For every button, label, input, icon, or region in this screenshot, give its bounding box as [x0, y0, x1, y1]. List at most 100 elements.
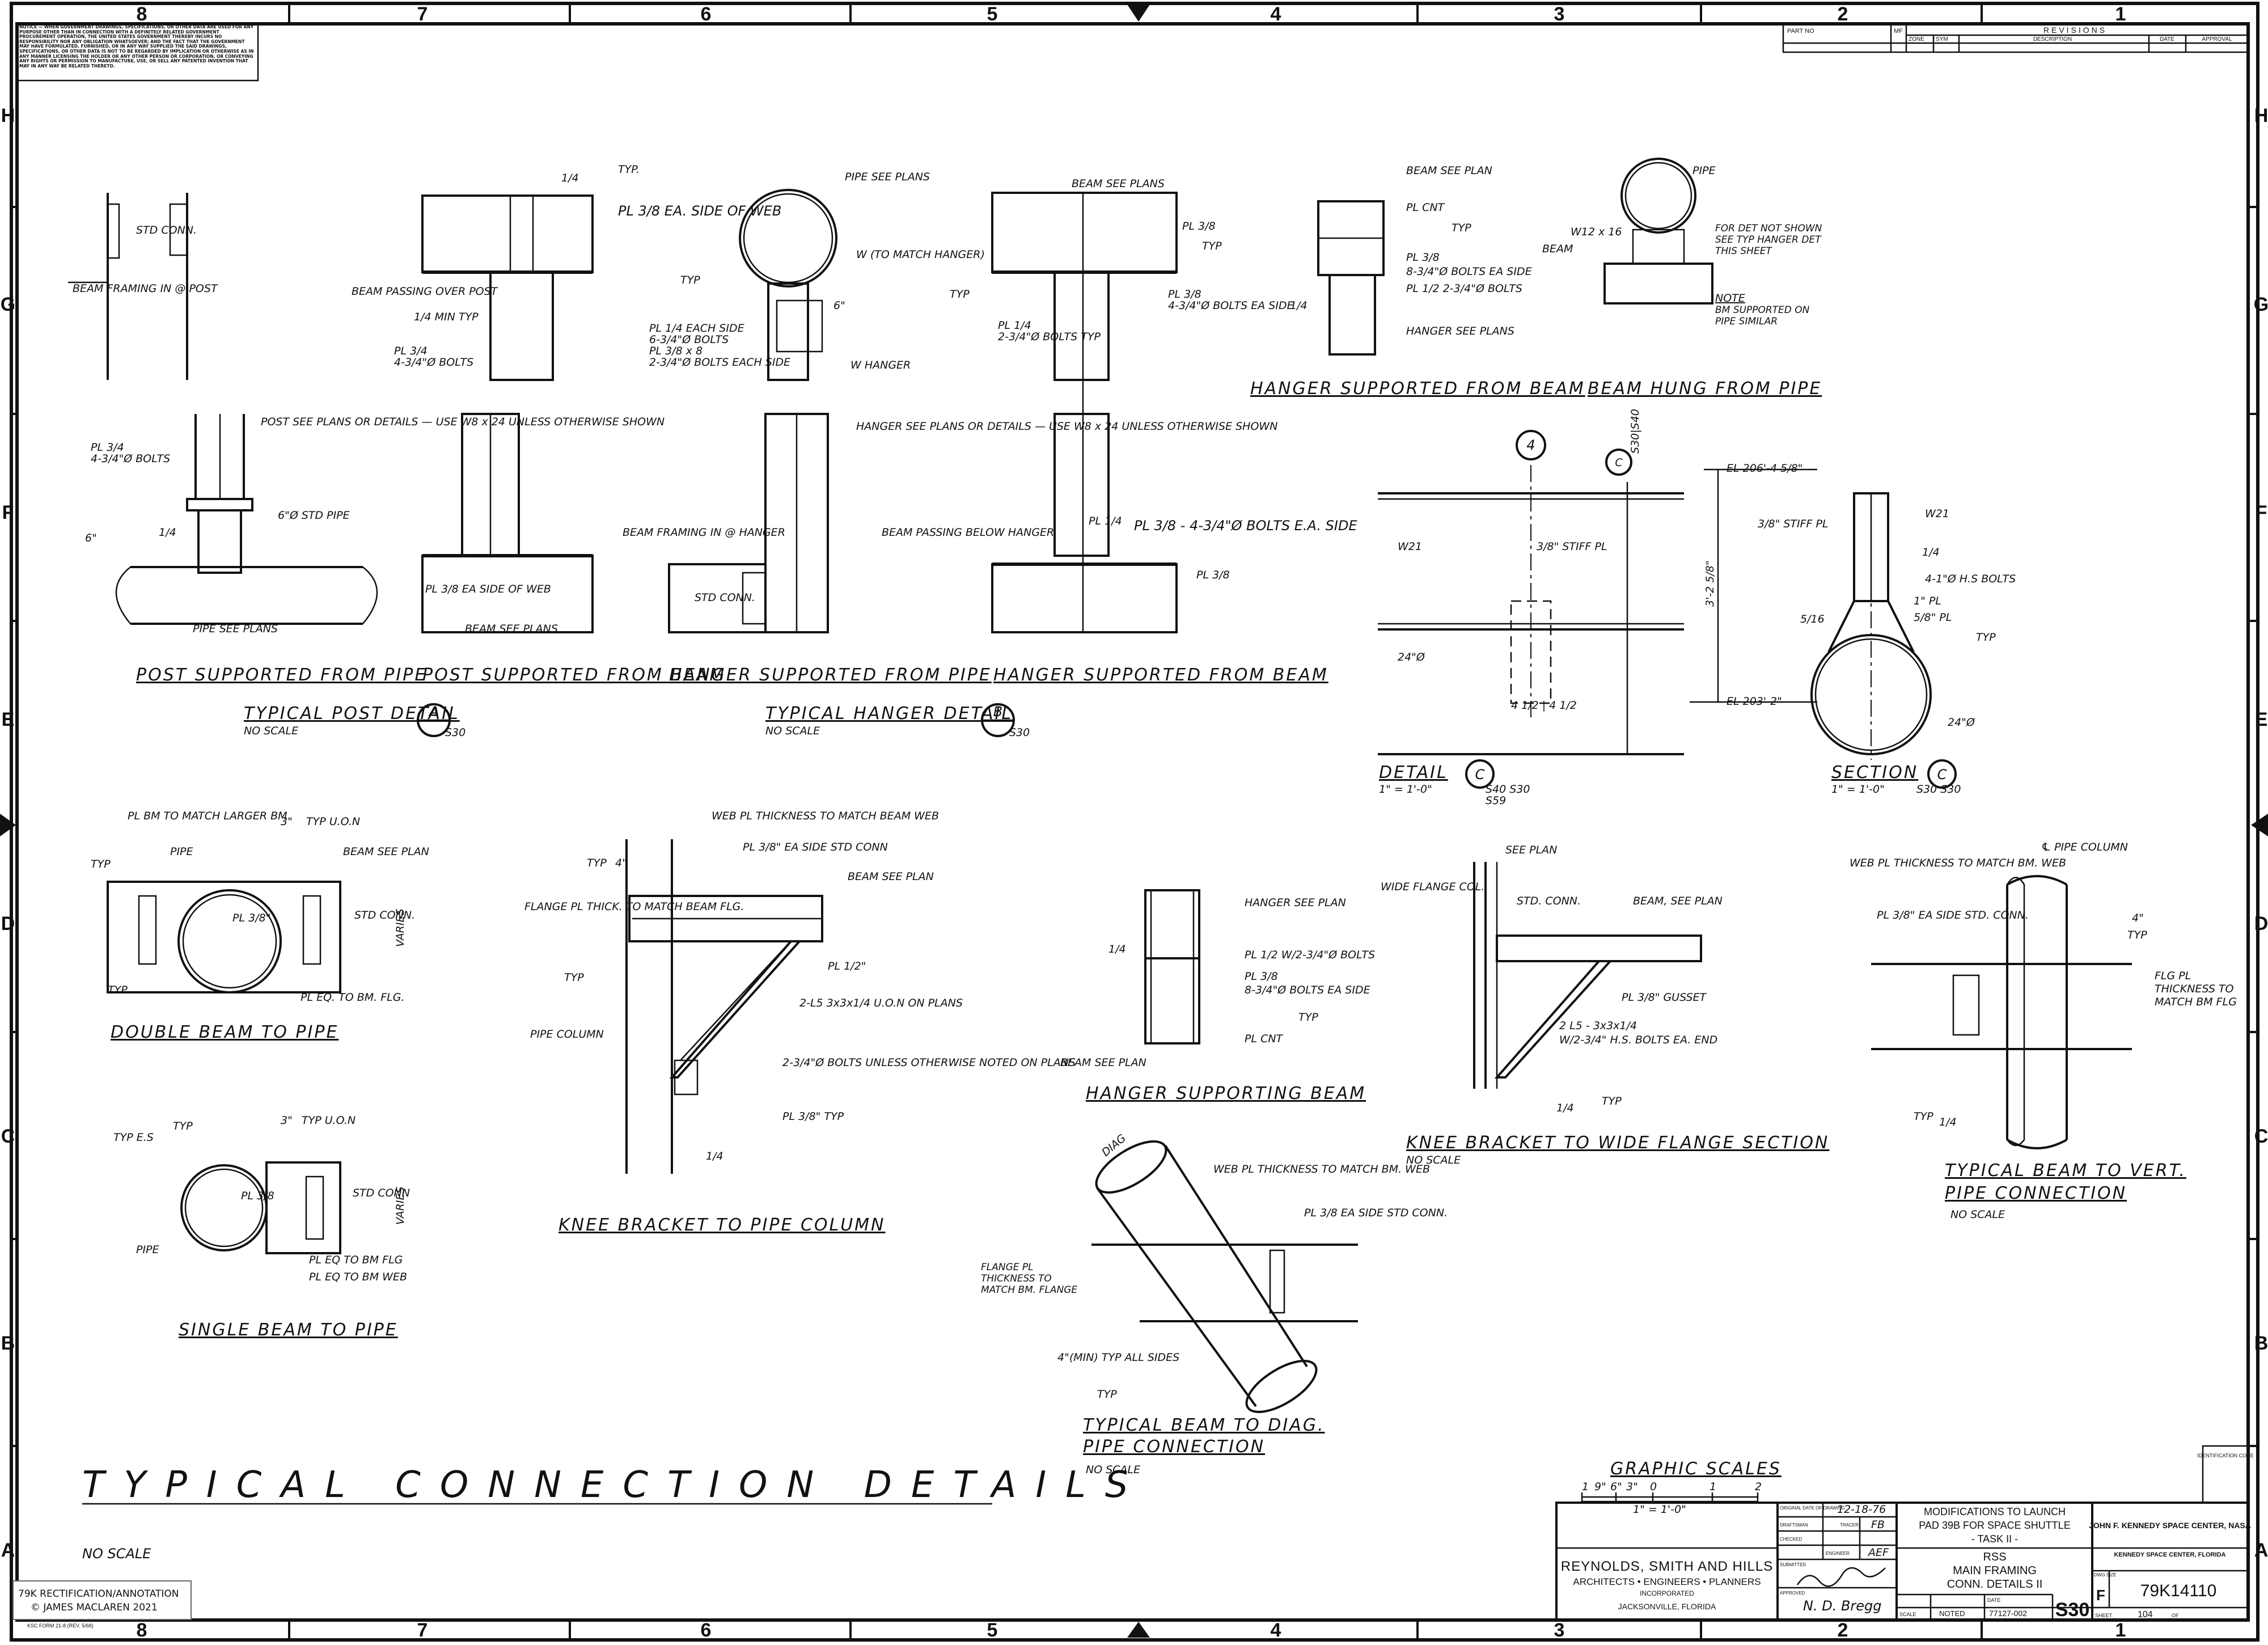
bhp-note-label: NOTE	[1715, 292, 1745, 305]
hanger-beam-beam-plans: BEAM SEE PLANS	[1072, 177, 1165, 190]
diag-pipe-title: TYPICAL BEAM TO DIAG. PIPE CONNECTION	[1083, 1415, 1325, 1457]
single-beam-pl-flg: PL EQ TO BM FLG	[309, 1254, 403, 1266]
double-beam-typ: TYP	[91, 858, 111, 870]
detail-beam-to-diag-pipe: DIAG WEB PL THICKNESS TO MATCH BM. WEB P…	[981, 1132, 1448, 1476]
firm-disciplines: ARCHITECTS • ENGINEERS • PLANNERS	[1573, 1576, 1761, 1587]
sheet-label: SHEET	[2095, 1613, 2113, 1618]
hanger-group-tag: B	[993, 704, 1002, 720]
double-beam-pl-bm: PL BM TO MATCH LARGER BM	[128, 810, 287, 822]
knee-pipe-weld: 1/4	[706, 1150, 723, 1162]
vert-pipe-title: TYPICAL BEAM TO VERT. PIPE CONNECTION	[1945, 1161, 2186, 1203]
grid-row-e: E	[2, 709, 15, 730]
dwg-size: F	[2096, 1587, 2105, 1604]
grid-col-3: 3	[1554, 3, 1565, 25]
hanger-beam-pl38: PL 3/8	[1182, 220, 1216, 232]
scale-tick-6: 6"	[1610, 1481, 1622, 1493]
knee-pipe-flange-pl: FLANGE PL THICK. TO MATCH BEAM FLG.	[524, 900, 744, 913]
grid-col-5-bottom: 5	[987, 1619, 998, 1641]
knee-pipe-typ: TYP	[587, 857, 607, 869]
section-c: W21 3/8" STIFF PL 4-1"Ø H.S BOLTS 1" PL …	[1758, 492, 2016, 796]
post-pipe-pipe-plans: PIPE SEE PLANS	[193, 623, 278, 635]
grid-row-g-right: G	[2254, 294, 2268, 315]
grid-col-2-bottom: 2	[1838, 1619, 1848, 1641]
scale-tick-1a: 1	[1582, 1481, 1589, 1493]
sym-label: SYM	[1936, 36, 1948, 43]
knee-wf-angles: 2 L5 - 3x3x1/4	[1559, 1020, 1637, 1032]
hsb-pl-cnt: PL CNT	[1406, 201, 1445, 214]
knee-wf-title: KNEE BRACKET TO WIDE FLANGE SECTION	[1406, 1133, 1829, 1153]
hsb-pl38: PL 3/8	[1406, 251, 1440, 264]
hanger-pipe-title: HANGER SUPPORTED FROM PIPE	[669, 665, 992, 685]
detail-hanger-supported-from-pipe: PIPE SEE PLANS W (TO MATCH HANGER) TYP P…	[623, 171, 1277, 685]
knee-pipe-pipe-col: PIPE COLUMN	[530, 1028, 604, 1041]
detail-knee-bracket-to-pipe-column: WEB PL THICKNESS TO MATCH BEAM WEB PL 3/…	[524, 810, 1076, 1235]
section-c-weld2: 1/4	[1922, 546, 1940, 559]
grid-col-8: 8	[137, 3, 147, 25]
revisions-block: PART NO MF REVISIONS ZONE SYM DESCRIPTIO…	[1782, 23, 2249, 53]
detail-single-beam-to-pipe: TYP 3" TYP U.O.N TYP E.S STD CONN VARIES…	[113, 1114, 410, 1340]
grid-col-7: 7	[417, 3, 428, 25]
sheet-title-block: TYPICAL CONNECTION DETAILS NO SCALE	[82, 1464, 1128, 1562]
hsupb-weld: 1/4	[1108, 943, 1126, 955]
double-beam-pl38: PL 3/8"	[232, 912, 270, 924]
hsupb-pl-cnt: PL CNT	[1245, 1033, 1284, 1045]
field-tracer: TRACER	[1840, 1523, 1859, 1528]
bhp-w12: W12 x 16	[1571, 226, 1622, 238]
post-beam-bolts: 4-3/4"Ø BOLTS	[394, 356, 473, 369]
scale-label: SCALE	[1899, 1612, 1916, 1617]
post-beam-weld: 1/4	[561, 172, 579, 184]
post-beam-pl: PL 3/8 EA. SIDE OF WEB	[618, 203, 781, 219]
double-beam-varies: VARIES	[394, 908, 407, 947]
post-beam-pl-web: PL 3/8 EA SIDE OF WEB	[425, 583, 551, 595]
vert-pipe-weld: 1/4	[1939, 1116, 1957, 1128]
hanger-beam-pl-bolts: PL 3/8 - 4-3/4"Ø BOLTS E.A. SIDE	[1134, 518, 1357, 534]
hanger-pipe-typ: TYP	[680, 274, 700, 286]
knee-pipe-4in: 4"	[615, 857, 627, 869]
post-beam-passing: BEAM PASSING OVER POST	[352, 285, 498, 298]
grid-row-c: C	[1, 1126, 15, 1147]
hsb-weld: 1/4	[1290, 299, 1308, 312]
diag-pipe-flange: FLANGE PL THICKNESS TO MATCH BM. FLANGE	[981, 1262, 1078, 1296]
diag-pipe-diag: DIAG	[1099, 1132, 1128, 1159]
post-pipe-weld: 1/4	[159, 526, 176, 539]
hanger-pipe-bolts2: 2-3/4"Ø BOLTS EACH SIDE	[649, 356, 790, 369]
vert-pipe-note: NO SCALE	[1950, 1208, 2005, 1221]
post-pipe-pl: PL 3/4	[91, 441, 124, 454]
drawing-line-1: RSS	[1983, 1551, 2006, 1563]
knee-pipe-web-pl: WEB PL THICKNESS TO MATCH BEAM WEB	[712, 810, 939, 822]
part-no-label: PART NO	[1787, 28, 1814, 35]
grid-row-a-right: A	[2254, 1540, 2268, 1561]
grid-row-d-right: D	[2254, 913, 2268, 934]
single-beam-typ-uon: TYP U.O.N	[302, 1114, 356, 1127]
graphic-scales-title: GRAPHIC SCALES	[1610, 1459, 1782, 1479]
knee-wf-col: WIDE FLANGE COL.	[1381, 881, 1484, 893]
grid-col-1-bottom: 1	[2115, 1619, 2126, 1641]
single-beam-3in: 3"	[281, 1114, 293, 1127]
detail-knee-bracket-to-wide-flange: SEE PLAN WIDE FLANGE COL. STD. CONN. BEA…	[1381, 844, 1829, 1166]
hsb-typ: TYP	[1452, 222, 1471, 234]
scale-tick-3: 3"	[1626, 1481, 1638, 1493]
section-c-1pl: 1" PL	[1914, 595, 1941, 607]
firm-incorporated: INCORPORATED	[1640, 1589, 1694, 1597]
mf-label: MF	[1894, 28, 1903, 35]
agency-location: KENNEDY SPACE CENTER, FLORIDA	[2114, 1551, 2225, 1558]
grid-row-markers: H G F E D C B A H G F E D C B A	[0, 105, 2268, 1561]
hanger-pipe-w-match: W (TO MATCH HANGER)	[856, 248, 985, 261]
vert-pipe-4in: 4"	[2132, 912, 2144, 924]
of-label: OF	[2172, 1613, 2179, 1618]
agency-name: JOHN F. KENNEDY SPACE CENTER, NASA	[2089, 1521, 2251, 1530]
hsupb-pl12: PL 1/2 W/2-3/4"Ø BOLTS	[1245, 949, 1375, 961]
grid-row-e-right: E	[2255, 709, 2268, 730]
hanger-pipe-pipe-plans: PIPE SEE PLANS	[845, 171, 930, 183]
knee-pipe-pl38: PL 3/8" EA SIDE STD CONN	[743, 841, 888, 853]
hanger-pipe-beam-framing: BEAM FRAMING IN @ HANGER	[623, 526, 785, 539]
field-approved: APPROVED	[1780, 1591, 1805, 1596]
grid-row-h: H	[1, 105, 15, 126]
hanger-pipe-hanger-note: HANGER SEE PLANS OR DETAILS — USE W8 x 2…	[856, 420, 1277, 433]
section-c-stiff: 3/8" STIFF PL	[1758, 518, 1829, 530]
grid-col-7-bottom: 7	[417, 1619, 428, 1641]
detail-c-cut-ref: S30|S40	[1629, 409, 1641, 454]
mod-line-1: MODIFICATIONS TO LAUNCH	[1924, 1506, 2066, 1517]
field-engineer-value: AEF	[1867, 1546, 1889, 1559]
